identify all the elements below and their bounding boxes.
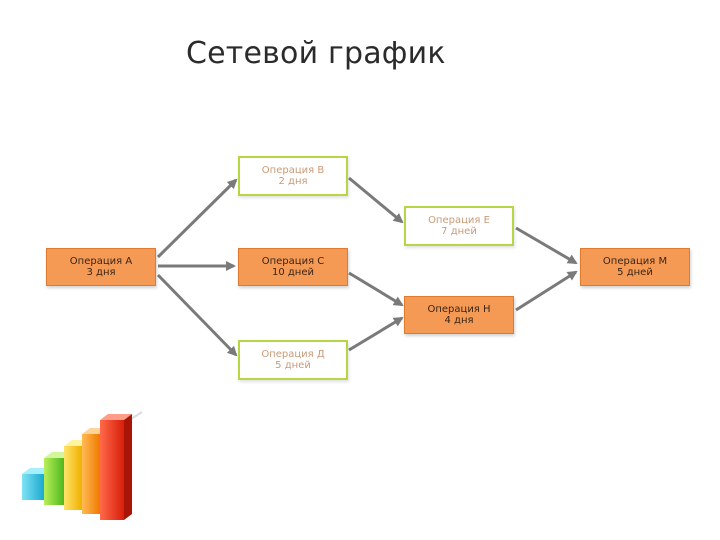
node-operation-a: Операция А 3 дня [46, 248, 156, 286]
node-operation-d-duration: 5 дней [275, 360, 311, 371]
node-operation-e-duration: 7 дней [441, 226, 477, 237]
node-operation-h: Операция Н 4 дня [404, 296, 514, 334]
bar-chart-icon [21, 411, 143, 520]
arrow-e-to-m [515, 226, 578, 265]
node-operation-m-duration: 5 дней [617, 267, 653, 278]
node-operation-h-duration: 4 дня [444, 315, 474, 326]
node-operation-m: Операция М 5 дней [580, 248, 690, 286]
arrow-b-to-e [348, 176, 404, 224]
node-operation-b-duration: 2 дня [278, 176, 308, 187]
node-operation-c: Операция С 10 дней [238, 248, 348, 286]
node-operation-m-name: Операция М [602, 256, 668, 267]
node-operation-a-name: Операция А [69, 256, 133, 267]
node-operation-c-name: Операция С [261, 256, 325, 267]
node-operation-c-duration: 10 дней [271, 267, 314, 278]
arrow-c-to-h [348, 271, 404, 307]
arrow-d-to-h [348, 316, 404, 352]
node-operation-h-name: Операция Н [427, 304, 491, 315]
arrow-h-to-m [515, 270, 578, 312]
node-operation-e: Операция Е 7 дней [404, 206, 514, 246]
node-operation-b-name: Операция В [261, 165, 325, 176]
node-operation-d-name: Операция Д [261, 349, 325, 360]
page-title: Сетевой график [186, 36, 446, 71]
arrow-a-to-d [156, 273, 238, 357]
node-operation-b: Операция В 2 дня [238, 156, 348, 196]
node-operation-a-duration: 3 дня [86, 267, 116, 278]
node-operation-d: Операция Д 5 дней [238, 340, 348, 380]
arrow-a-to-b [156, 178, 238, 259]
node-operation-e-name: Операция Е [428, 215, 490, 226]
